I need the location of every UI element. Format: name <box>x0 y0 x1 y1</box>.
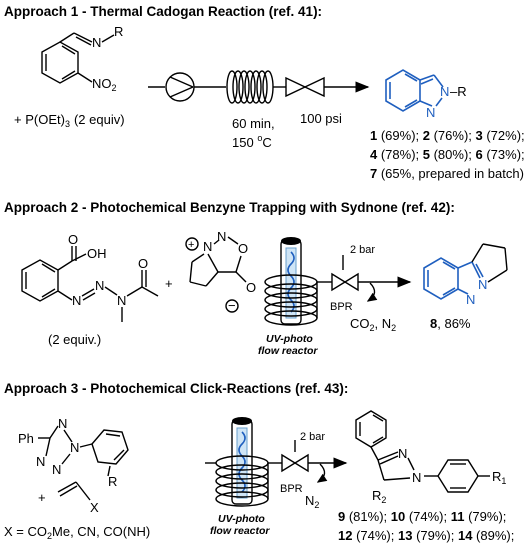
approach-2-title: Approach 2 - Photochemical Benzyne Trapp… <box>4 200 455 215</box>
approach-1-product-structure: N N –R <box>385 69 467 120</box>
approach-2-reactor-label-1: UV-photo <box>266 333 313 345</box>
approach-3-product-structure: N N R2 R1 <box>355 410 506 505</box>
approach-3-alkene-x: X <box>90 500 99 515</box>
approach-3-tetrazole-n4: N <box>36 454 45 469</box>
coil-reactor-icon <box>226 70 274 104</box>
approach-3-section: Approach 3 - Photochemical Click-Reactio… <box>4 381 514 543</box>
approach-3-title: Approach 3 - Photochemical Click-Reactio… <box>4 381 348 396</box>
approach-2-reactor-label-2: flow reactor <box>258 345 318 357</box>
approach-2-sydnone-o2: O <box>246 280 256 295</box>
approach-2-equiv: (2 equiv.) <box>48 332 101 347</box>
approach-3-reactor-label-1: UV-photo <box>218 513 265 525</box>
back-pressure-valve-icon <box>285 76 325 98</box>
approach-3-yields-line-1: 9 (81%); 10 (74%); 11 (79%); <box>338 509 506 524</box>
approach-3-release-arrow <box>316 463 328 483</box>
approach-2-sydnone-o1: O <box>238 241 248 256</box>
approach-2-sydnone-structure: + N N O O − <box>185 229 256 313</box>
approach-2-plus: + <box>165 276 173 291</box>
approach-2-sydnone-n2: N <box>217 229 226 244</box>
approach-3-alkene-structure: X <box>57 481 99 515</box>
approach-3-bpr: BPR <box>280 483 303 495</box>
approach-3-uv-photo-flow-reactor-icon <box>215 417 269 507</box>
approach-3-plus: + <box>38 490 46 505</box>
approach-3-tetrazole-n1: N <box>58 416 67 431</box>
approach-2-sydnone-minus: − <box>228 298 236 313</box>
approach-1-r-group: R <box>114 24 123 39</box>
approach-2-n-b: N <box>95 278 104 293</box>
approach-1-reactant-structure: N R NO2 <box>41 24 123 93</box>
approach-1-product-r: –R <box>450 84 467 99</box>
approach-3-pressure: 2 bar <box>300 431 325 443</box>
approach-1-yields-line-1: 1 (69%); 2 (76%); 3 (72%); <box>370 128 525 143</box>
approach-2-section: Approach 2 - Photochemical Benzyne Trapp… <box>4 200 508 357</box>
approach-2-oh: OH <box>87 246 107 261</box>
approach-1-yields-line-3: 7 (65%, prepared in batch) <box>370 166 524 181</box>
approach-2-n-c: N <box>117 293 126 308</box>
uv-photo-flow-reactor-icon <box>264 237 318 326</box>
approach-3-x-definition: X = CO2Me, CN, CO(NH) <box>4 524 150 541</box>
approach-2-product-n2: N <box>478 277 487 292</box>
approach-3-aryl-r: R <box>108 474 117 489</box>
approach-3-reactor-label-2: flow reactor <box>210 525 270 537</box>
approach-2-yield: 8, 86% <box>430 316 471 331</box>
approach-2-product-n1: N <box>466 292 475 307</box>
approach-2-release-arrow <box>366 282 378 302</box>
approach-3-product-r2: R2 <box>372 488 386 505</box>
approach-3-byproduct: N2 <box>305 493 319 510</box>
approach-1-nitro: NO2 <box>92 76 117 93</box>
approach-2-byproducts: CO2, N2 <box>350 316 396 333</box>
approach-2-carbonyl-o: O <box>68 232 78 247</box>
approach-1-temperature: 150 oC <box>232 133 272 150</box>
approach-2-bpr: BPR <box>330 301 353 313</box>
approach-3-product-r1: R1 <box>492 469 506 486</box>
approach-3-tetrazole-n2: N <box>70 440 79 455</box>
approach-3-ph: Ph <box>18 431 34 446</box>
approach-2-product-structure: N N <box>423 243 508 307</box>
approach-3-tetrazole-structure: Ph N N N N R <box>18 416 129 489</box>
approach-3-tetrazole-n3: N <box>52 462 61 477</box>
approach-1-section: Approach 1 - Thermal Cadogan Reaction (r… <box>4 4 525 181</box>
approach-2-n-a: N <box>72 293 81 308</box>
approach-2-sydnone-plus: + <box>188 239 194 251</box>
approach-1-product-n2: N <box>440 84 449 99</box>
approach-1-yields-line-2: 4 (78%); 5 (80%); 6 (73%); <box>370 147 525 162</box>
approach-2-pressure: 2 bar <box>350 244 375 256</box>
approach-1-additive: + P(OEt)3(2 equiv) <box>14 112 125 129</box>
approach-2-amide-o: O <box>138 256 148 271</box>
approach-1-title: Approach 1 - Thermal Cadogan Reaction (r… <box>4 4 322 19</box>
approach-1-time: 60 min, <box>232 116 275 131</box>
pump-icon <box>165 72 195 102</box>
approach-3-product-n1: N <box>398 446 407 461</box>
approach-2-triazene-structure: O OH N N N O <box>21 232 159 322</box>
approach-3-bpr-valve-icon <box>281 453 309 473</box>
approach-1-product-n1: N <box>426 105 435 120</box>
approach-1-imine-n: N <box>92 35 101 50</box>
approach-1-pressure: 100 psi <box>300 111 342 126</box>
approach-2-sydnone-n1: N <box>203 239 212 254</box>
approach-3-yields-line-2: 12 (74%); 13 (79%); 14 (89%); <box>338 528 514 543</box>
approach-3-product-n2: N <box>412 470 421 485</box>
approach-2-bpr-valve-icon <box>331 272 359 292</box>
